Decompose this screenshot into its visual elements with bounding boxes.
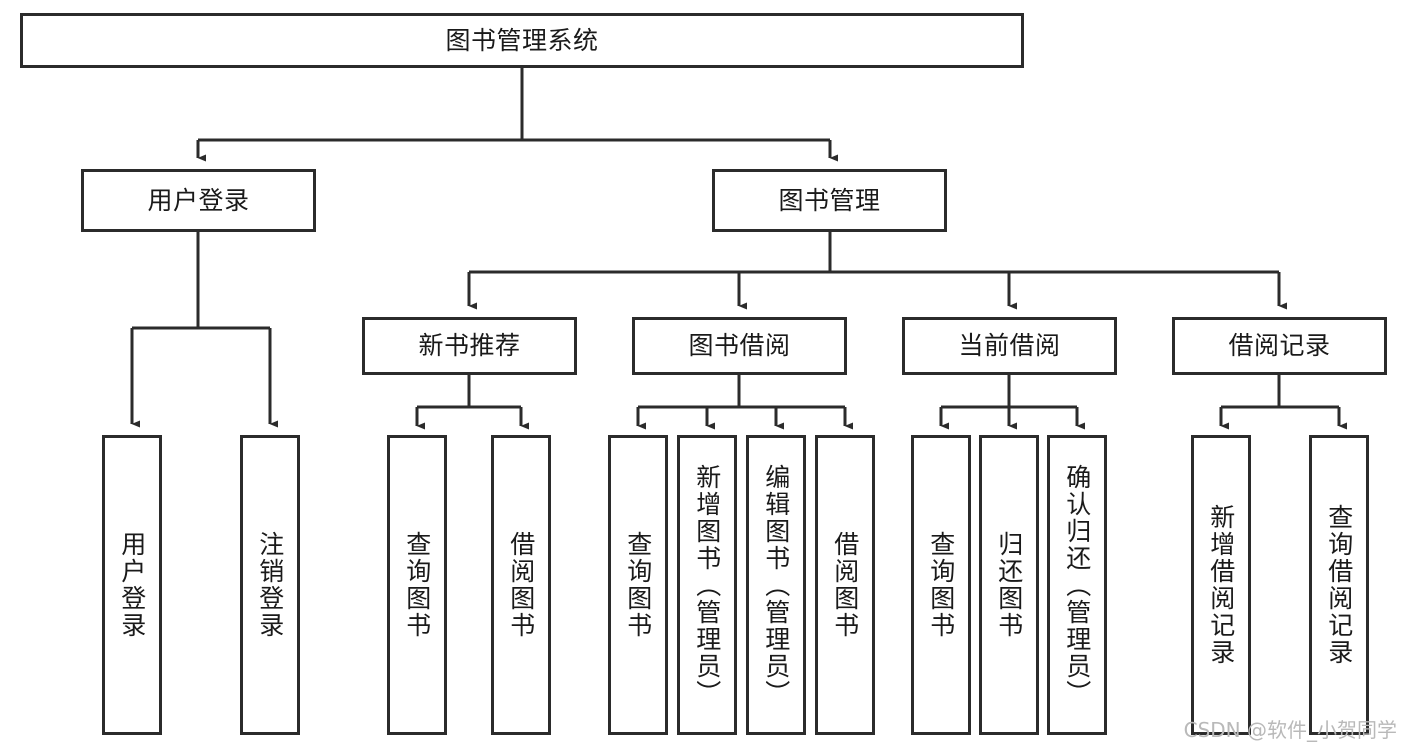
leaf-book-borrow-3-label: 编辑图书（管理员） — [761, 463, 791, 707]
leaf-new-book-1-label: 查询图书 — [402, 531, 432, 639]
node-current-borrow[interactable]: 当前借阅 — [902, 317, 1117, 375]
node-root-label: 图书管理系统 — [445, 25, 599, 55]
leaf-current-borrow-3-label: 确认归还（管理员） — [1062, 463, 1092, 707]
node-borrow-record[interactable]: 借阅记录 — [1172, 317, 1387, 375]
node-book-manage[interactable]: 图书管理 — [712, 169, 947, 232]
leaf-borrow-record-2-label: 查询借阅记录 — [1324, 504, 1354, 666]
leaf-current-borrow-2-label: 归还图书 — [994, 531, 1024, 639]
node-borrow-record-label: 借阅记录 — [1228, 331, 1331, 361]
leaf-user-login-2[interactable]: 注销登录 — [240, 435, 300, 735]
node-book-borrow-label: 图书借阅 — [688, 331, 791, 361]
node-book-manage-label: 图书管理 — [778, 185, 881, 215]
leaf-book-borrow-2[interactable]: 新增图书（管理员） — [677, 435, 737, 735]
leaf-borrow-record-2[interactable]: 查询借阅记录 — [1309, 435, 1369, 735]
leaf-current-borrow-3[interactable]: 确认归还（管理员） — [1047, 435, 1107, 735]
node-new-book-recommend-label: 新书推荐 — [418, 331, 521, 361]
leaf-new-book-1[interactable]: 查询图书 — [387, 435, 447, 735]
leaf-current-borrow-1[interactable]: 查询图书 — [911, 435, 971, 735]
leaf-borrow-record-1-label: 新增借阅记录 — [1206, 504, 1236, 666]
node-new-book-recommend[interactable]: 新书推荐 — [362, 317, 577, 375]
leaf-book-borrow-4[interactable]: 借阅图书 — [815, 435, 875, 735]
leaf-new-book-2-label: 借阅图书 — [506, 531, 536, 639]
leaf-user-login-2-label: 注销登录 — [255, 531, 285, 639]
leaf-new-book-2[interactable]: 借阅图书 — [491, 435, 551, 735]
node-root[interactable]: 图书管理系统 — [20, 13, 1024, 68]
leaf-borrow-record-1[interactable]: 新增借阅记录 — [1191, 435, 1251, 735]
leaf-user-login-1[interactable]: 用户登录 — [102, 435, 162, 735]
node-current-borrow-label: 当前借阅 — [958, 331, 1061, 361]
leaf-book-borrow-3[interactable]: 编辑图书（管理员） — [746, 435, 806, 735]
leaf-book-borrow-2-label: 新增图书（管理员） — [692, 463, 722, 707]
leaf-book-borrow-1[interactable]: 查询图书 — [608, 435, 668, 735]
leaf-current-borrow-2[interactable]: 归还图书 — [979, 435, 1039, 735]
leaf-book-borrow-4-label: 借阅图书 — [830, 531, 860, 639]
leaf-book-borrow-1-label: 查询图书 — [623, 531, 653, 639]
watermark: CSDN @软件_小贺同学 — [1183, 718, 1397, 742]
node-book-borrow[interactable]: 图书借阅 — [632, 317, 847, 375]
node-user-login[interactable]: 用户登录 — [81, 169, 316, 232]
leaf-current-borrow-1-label: 查询图书 — [926, 531, 956, 639]
node-user-login-label: 用户登录 — [147, 185, 250, 215]
leaf-user-login-1-label: 用户登录 — [117, 531, 147, 639]
